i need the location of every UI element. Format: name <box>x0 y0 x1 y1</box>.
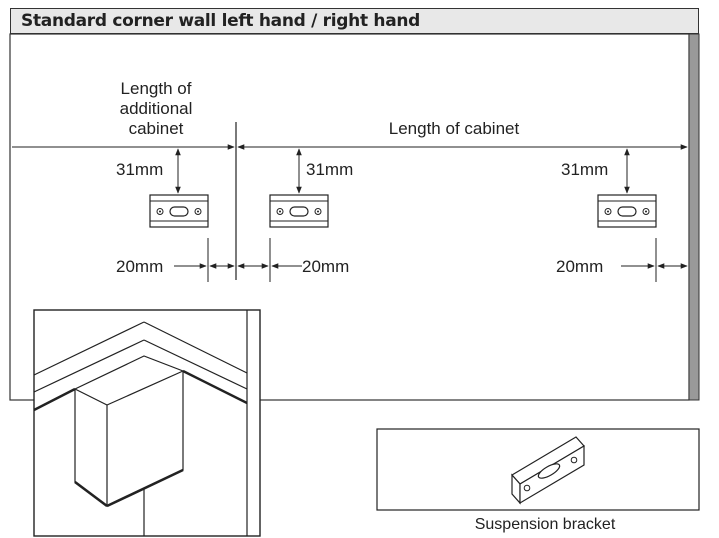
side-wall <box>688 33 700 401</box>
wall-bracket-c <box>597 194 657 228</box>
bracket-caption: Suspension bracket <box>475 516 616 533</box>
length-additional-label-2: additional <box>120 99 193 118</box>
wall-bracket-b <box>269 194 329 228</box>
diagram-title: Standard corner wall left hand / right h… <box>21 11 421 31</box>
dim-31-label-c: 31mm <box>561 160 608 179</box>
corner-cabinet-inset <box>33 309 261 537</box>
length-additional-label-3: cabinet <box>129 119 184 138</box>
length-cabinet-label: Length of cabinet <box>389 119 520 138</box>
title-bar: Standard corner wall left hand / right h… <box>10 8 699 34</box>
wall-bracket-a <box>149 194 209 228</box>
dim-20-label-c: 20mm <box>556 257 603 276</box>
dim-20-label-b: 20mm <box>302 257 349 276</box>
dim-31-label-b: 31mm <box>306 160 353 179</box>
dim-31-label-a: 31mm <box>116 160 163 179</box>
suspension-bracket-inset: Suspension bracket <box>376 428 700 533</box>
suspension-bracket-icon <box>511 436 585 505</box>
dim-20-label-a: 20mm <box>116 257 163 276</box>
length-additional-label-1: Length of <box>121 79 192 98</box>
